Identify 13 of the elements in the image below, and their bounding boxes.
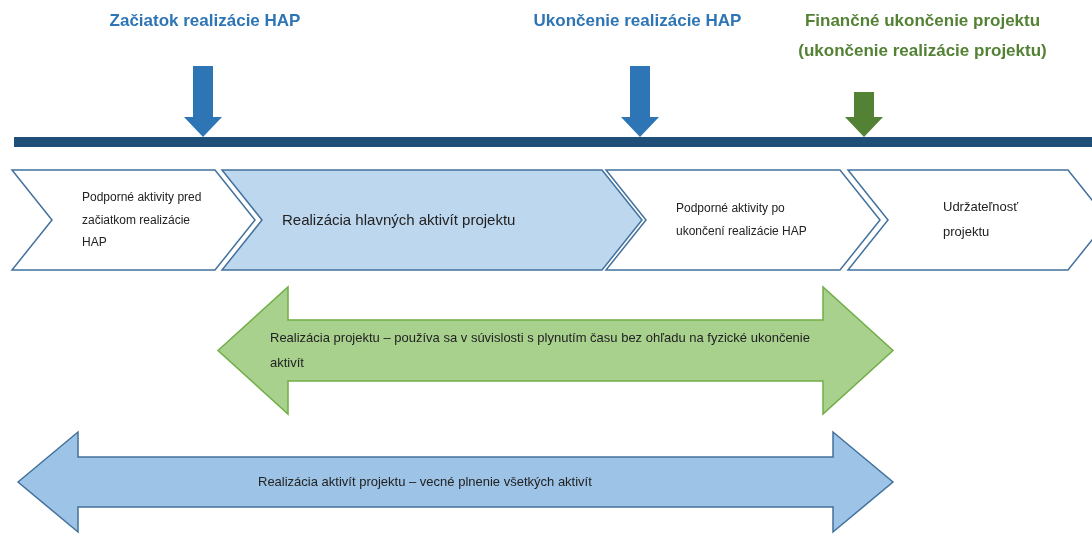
milestone-label: Začiatok realizácie HAP [108,10,302,32]
timeline-bar [14,137,1092,147]
down-arrow [845,92,883,137]
phase-label: Podporné aktivity pred začiatkom realizácie HAP [82,188,203,252]
milestone-label: Ukončenie realizácie HAP [532,10,743,32]
phase-label: Realizácia hlavných aktivít projektu [282,209,516,230]
down-arrow [184,66,222,137]
phase-label: Udržateľnosť projektu [943,198,1020,241]
phase-label: Realizácia aktivít projektu – vecné plnenie všetkých aktivít [258,472,592,491]
down-arrow [621,66,659,137]
phase-label: Realizácia projektu – používa sa v súvislosti s plynutím času bez ohľadu na fyzické ukončenie aktivít [270,328,811,372]
phase-label: Podporné aktivity po ukončení realizácie HAP [676,200,808,240]
milestone-label: Finančné ukončenie projektu (ukončenie realizácie projektu) [797,10,1048,62]
